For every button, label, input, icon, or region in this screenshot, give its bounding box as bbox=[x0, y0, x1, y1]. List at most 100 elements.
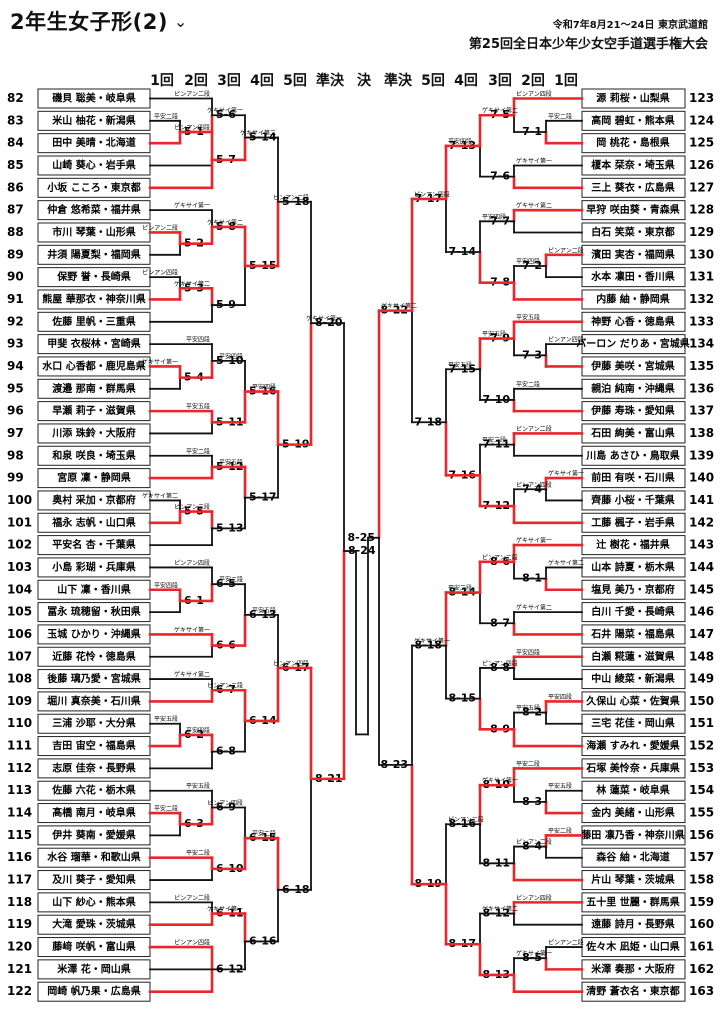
entrant-name: 齊藤 小桜・千葉県 bbox=[590, 493, 674, 506]
entrant-name: 川添 珠鈴・大阪府 bbox=[51, 426, 135, 439]
kata-note: ゲキサイ第二 bbox=[207, 218, 243, 226]
kata-note: ピンアン四段 bbox=[207, 799, 243, 807]
entry-number: 108 bbox=[7, 672, 32, 686]
kata-note: ゲキサイ第一 bbox=[516, 537, 552, 545]
chevron-down-icon[interactable]: ⌄ bbox=[173, 12, 188, 31]
kata-note: 平安二段 bbox=[516, 760, 540, 768]
entrant-name: 遠藤 詩月・長野県 bbox=[591, 918, 674, 931]
kata-note: ゲキサイ第二 bbox=[482, 107, 518, 115]
entry-number: 107 bbox=[7, 649, 32, 663]
kata-note: 平安二段 bbox=[219, 576, 243, 584]
entry-number: 84 bbox=[7, 136, 24, 150]
entry-number: 93 bbox=[7, 337, 24, 351]
entrant-name: 海瀬 すみれ・愛媛県 bbox=[586, 739, 679, 752]
entry-number: 101 bbox=[7, 515, 32, 529]
entry-number: 156 bbox=[689, 828, 714, 842]
entry-number: 130 bbox=[689, 247, 714, 261]
kata-note: ピンアン四段 bbox=[273, 659, 309, 667]
entrant-name: 佐藤 里帆・三重県 bbox=[51, 315, 135, 328]
kata-note: ゲキサイ第一 bbox=[516, 157, 552, 165]
entrant-name: 米澤 奏那・大阪府 bbox=[591, 962, 674, 975]
entrant-name: 白瀬 糀蓮・滋賀県 bbox=[591, 650, 674, 663]
entrant-name: 源 莉桜・山梨県 bbox=[596, 92, 669, 105]
entrant-name: 岡崎 帆乃果・広島県 bbox=[47, 985, 140, 998]
entrant-name: 伊藤 寿珠・愛知県 bbox=[590, 404, 674, 417]
tournament-name: 第25回全日本少年少女空手道選手権大会 bbox=[468, 37, 708, 52]
entry-number: 103 bbox=[7, 560, 32, 574]
entrant-name: 三宅 花佳・岡山県 bbox=[591, 717, 674, 730]
entrant-name: 金内 美緒・山形県 bbox=[590, 806, 674, 819]
kata-note: ピンアン二段 bbox=[273, 193, 309, 201]
entrant-name: 辻 樹花・福井県 bbox=[596, 538, 669, 551]
entry-number: 136 bbox=[689, 381, 714, 395]
round-label: 5回 bbox=[421, 73, 445, 89]
entry-number: 140 bbox=[689, 471, 714, 485]
kata-note: ピンアン四段 bbox=[516, 894, 552, 902]
kata-note: 平安二段 bbox=[186, 849, 210, 857]
entry-number: 94 bbox=[7, 359, 24, 373]
entrant-name: 米澤 花・岡山県 bbox=[57, 962, 130, 975]
entrant-name: 内藤 紬・静岡県 bbox=[596, 292, 669, 305]
entry-number: 113 bbox=[7, 783, 32, 797]
entry-number: 112 bbox=[7, 761, 32, 775]
entrant-name: 髙橋 南月・岐阜県 bbox=[52, 806, 135, 819]
entrant-name: 前田 有咲・石川県 bbox=[591, 471, 674, 484]
entrant-name: 久保山 心菜・佐賀県 bbox=[585, 694, 679, 707]
kata-note: ピンアン四段 bbox=[414, 190, 450, 198]
entry-number: 148 bbox=[689, 649, 714, 663]
kata-note: ゲキサイ第二 bbox=[482, 905, 518, 913]
entry-number: 145 bbox=[689, 582, 714, 596]
entrant-name: 田中 美晴・北海道 bbox=[52, 136, 135, 149]
entrant-name: 玉城 ひかり・沖縄県 bbox=[47, 627, 140, 640]
entry-number: 111 bbox=[7, 739, 32, 753]
entrant-name: 伊井 葵南・愛媛県 bbox=[51, 828, 135, 841]
entrant-name: 石井 陽菜・福島県 bbox=[590, 627, 674, 640]
entry-number: 100 bbox=[7, 493, 32, 507]
entrant-name: 宮原 凜・静岡県 bbox=[57, 471, 130, 484]
entry-number: 154 bbox=[689, 783, 714, 797]
kata-note: ピンアン二段 bbox=[174, 894, 210, 902]
round-label: 準決 bbox=[384, 73, 412, 89]
entrant-name: 水谷 瑠華・和歌山県 bbox=[46, 851, 140, 864]
kata-note: 平安五段 bbox=[516, 704, 540, 712]
entrant-name: 保野 誉・長崎県 bbox=[56, 270, 130, 283]
kata-note: ピンアン四段 bbox=[174, 123, 210, 131]
entrant-name: 和泉 咲良・埼玉県 bbox=[51, 449, 135, 462]
kata-note: ピンアン四段 bbox=[482, 659, 518, 667]
kata-note: ゲキサイ第一 bbox=[142, 358, 178, 366]
round-label: 4回 bbox=[250, 73, 274, 89]
entrant-name: 小島 彩瑚・兵庫県 bbox=[51, 560, 135, 573]
kata-note: 平安五段 bbox=[186, 782, 210, 790]
entry-number: 120 bbox=[7, 940, 32, 954]
kata-note: ゲキサイ第一 bbox=[414, 637, 450, 645]
kata-note: ゲキサイ第一 bbox=[207, 905, 243, 913]
entrant-name: 佐々木 凪姫・山口県 bbox=[585, 940, 679, 953]
round-label: 3回 bbox=[488, 73, 512, 89]
round-label: 決 bbox=[357, 73, 371, 89]
kata-note: 平安二段 bbox=[252, 830, 276, 838]
entrant-name: 高岡 碧虹・熊本県 bbox=[591, 114, 674, 127]
entry-number: 115 bbox=[7, 828, 32, 842]
entry-number: 88 bbox=[7, 225, 24, 239]
entry-number: 85 bbox=[7, 158, 24, 172]
entry-number: 117 bbox=[7, 873, 32, 887]
entrant-name: 志原 佳奈・長野県 bbox=[52, 761, 135, 774]
entrant-name: 及川 葵子・愛知県 bbox=[52, 873, 135, 886]
entry-number: 158 bbox=[689, 873, 714, 887]
entrant-name: 熊屋 華那衣・神奈川県 bbox=[42, 292, 145, 305]
entry-number: 90 bbox=[7, 270, 24, 284]
entrant-name: 山崎 葵心・岩手県 bbox=[52, 158, 135, 171]
entry-number: 89 bbox=[7, 247, 24, 261]
entrant-name: 三浦 沙耶・大分県 bbox=[52, 717, 135, 730]
entrant-name: 工藤 楓子・岩手県 bbox=[591, 516, 674, 529]
entry-number: 106 bbox=[7, 627, 32, 641]
entry-number: 128 bbox=[689, 203, 714, 217]
entry-number: 98 bbox=[7, 448, 24, 462]
kata-note: ピンアン四段 bbox=[174, 559, 210, 567]
kata-note: 平安五段 bbox=[154, 715, 178, 723]
entrant-name: 藤田 凛乃香・神奈川県 bbox=[581, 828, 684, 841]
page-title[interactable]: 2年生女子形(2)⌄ bbox=[10, 10, 188, 34]
entrant-name: バーロン だりあ・宮城県 bbox=[576, 337, 689, 350]
kata-note: ゲキサイ第一 bbox=[174, 626, 210, 634]
